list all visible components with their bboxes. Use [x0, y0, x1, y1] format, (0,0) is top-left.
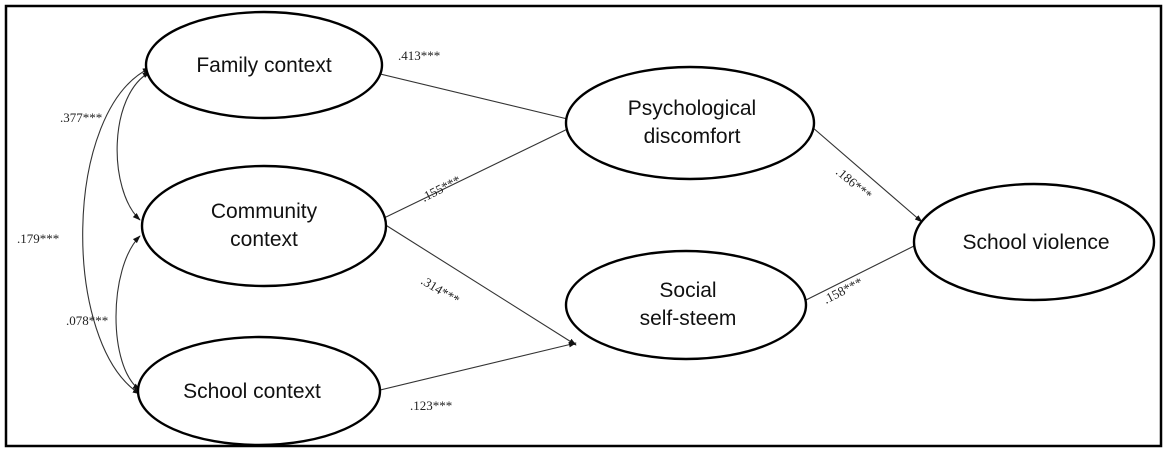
- correlation-arc-family-school: [82, 67, 151, 395]
- node-label: context: [230, 228, 298, 251]
- node-label: Psychological: [628, 97, 756, 120]
- coef-corr-community-school: .078***: [66, 313, 108, 328]
- path-family-to-psych: [371, 71, 581, 124]
- node-label: School violence: [962, 231, 1109, 254]
- path-school-to-social: [379, 341, 577, 391]
- node-label: Family context: [196, 54, 332, 77]
- coef-corr-family-school: .179***: [17, 231, 59, 246]
- coef-corr-family-community: .377***: [60, 110, 102, 125]
- node-label: self-steem: [640, 307, 737, 330]
- node-family-context: Family context: [144, 10, 384, 120]
- node-label: discomfort: [644, 125, 741, 148]
- node-label: School context: [183, 380, 321, 403]
- correlation-arc-community-school: [115, 235, 141, 391]
- path-psych-to-violence: [811, 126, 923, 223]
- node-social-self-steem: Social self-steem: [564, 249, 808, 361]
- node-school-context: School context: [136, 335, 382, 447]
- node-school-violence: School violence: [912, 182, 1156, 302]
- path-community-to-social: [383, 223, 577, 346]
- node-community-context: Community context: [140, 164, 388, 288]
- node-label: Social: [659, 279, 716, 302]
- path-community-to-psych: [383, 122, 581, 219]
- node-psychological-discomfort: Psychological discomfort: [564, 65, 816, 181]
- node-label: Community: [211, 200, 318, 223]
- coef-school-to-social: .123***: [410, 398, 452, 413]
- path-social-to-violence: [805, 241, 923, 301]
- coef-family-to-psych: .413***: [398, 48, 440, 63]
